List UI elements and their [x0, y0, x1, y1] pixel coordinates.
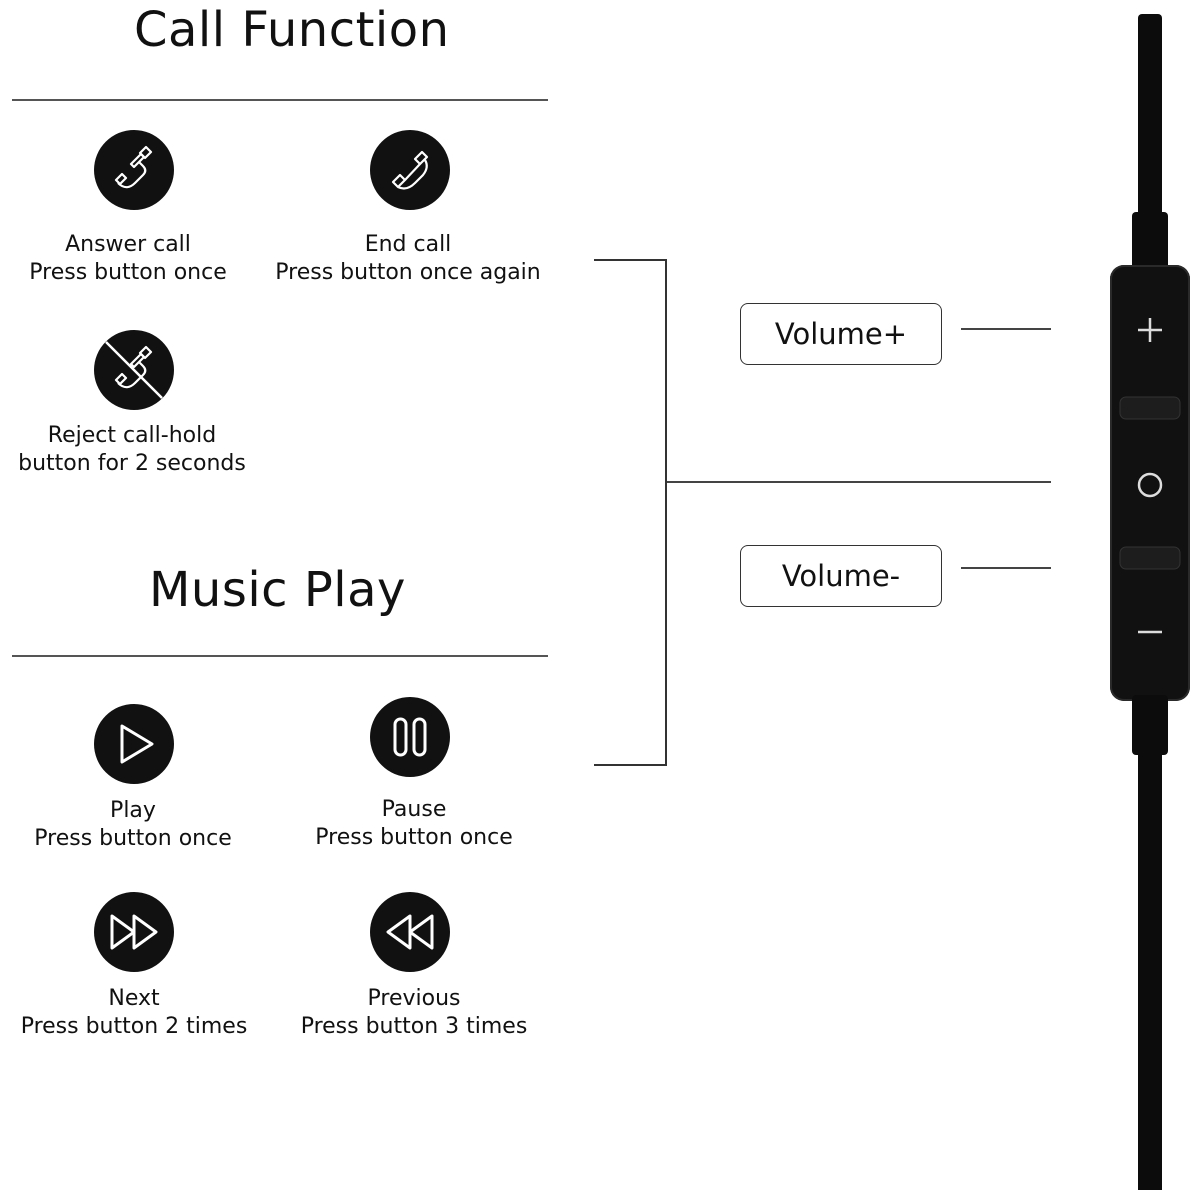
- answer-call-caption: Answer call Press button once: [29, 231, 226, 287]
- next-icon: [94, 892, 174, 972]
- music-play-divider: [12, 655, 548, 657]
- play-title: Play: [110, 798, 156, 823]
- pause-desc: Press button once: [315, 825, 513, 850]
- plus-icon[interactable]: [1110, 265, 1190, 701]
- end-call-title: End call: [364, 232, 452, 257]
- pause-icon: [370, 697, 450, 777]
- pause-caption: Pause Press button once: [315, 796, 512, 852]
- volume-up-label: Volume+: [740, 303, 942, 365]
- play-icon: [94, 704, 174, 784]
- end-call-desc: Press button once again: [275, 260, 541, 285]
- call-function-title: Call Function: [134, 2, 450, 58]
- next-desc: Press button 2 times: [20, 1014, 248, 1039]
- answer-call-title: Answer call: [65, 232, 191, 257]
- call-function-divider: [12, 99, 548, 101]
- phone-reject-icon: [94, 330, 174, 410]
- cable-connector-top: [1132, 212, 1168, 272]
- cable-connector-bottom: [1132, 695, 1168, 755]
- volume-up-connector: [961, 328, 1051, 330]
- bracket-bottom-arm: [594, 764, 667, 766]
- cable-top: [1138, 14, 1162, 224]
- inline-remote: [1110, 265, 1190, 701]
- play-desc: Press button once: [34, 826, 232, 851]
- bracket-vertical: [665, 259, 667, 766]
- bracket-top-arm: [594, 259, 667, 261]
- minus-icon[interactable]: [1110, 265, 1190, 701]
- play-caption: Play Press button once: [34, 797, 231, 853]
- pause-title: Pause: [381, 797, 447, 822]
- volume-down-label: Volume-: [740, 545, 942, 607]
- previous-icon: [370, 892, 450, 972]
- reject-call-title: Reject call-hold: [47, 423, 217, 448]
- reject-call-caption: Reject call-hold button for 2 seconds: [18, 422, 246, 478]
- cable-bottom: [1138, 750, 1162, 1190]
- previous-caption: Previous Press button 3 times: [301, 985, 528, 1041]
- reject-call-desc: button for 2 seconds: [18, 451, 246, 476]
- end-call-caption: End call Press button once again: [275, 231, 540, 287]
- answer-call-desc: Press button once: [29, 260, 227, 285]
- volume-down-connector: [961, 567, 1051, 569]
- phone-answer-icon: [94, 130, 174, 210]
- next-title: Next: [108, 986, 160, 1011]
- previous-desc: Press button 3 times: [300, 1014, 528, 1039]
- phone-end-icon: [370, 130, 450, 210]
- center-button-connector: [667, 481, 1051, 483]
- music-play-title: Music Play: [149, 562, 406, 618]
- center-button-icon[interactable]: [1110, 265, 1190, 701]
- previous-title: Previous: [367, 986, 461, 1011]
- next-caption: Next Press button 2 times: [21, 985, 248, 1041]
